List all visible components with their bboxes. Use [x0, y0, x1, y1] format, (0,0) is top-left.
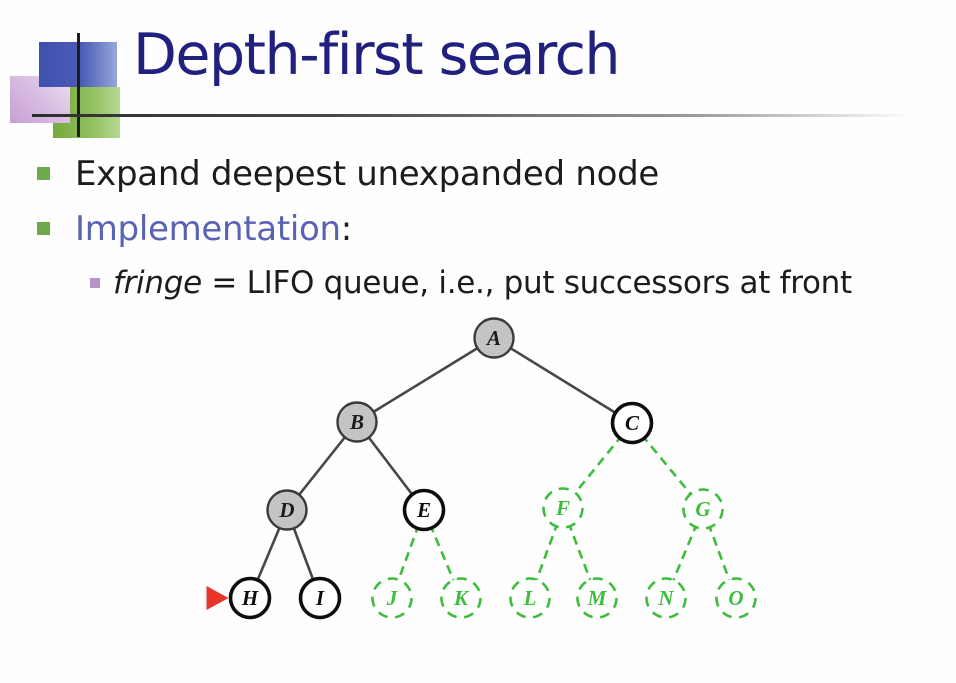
decor-vertical-line — [77, 33, 80, 137]
node-circle-J — [371, 577, 413, 619]
fringe-term: fringe — [113, 265, 202, 301]
tree-node-L: L — [509, 577, 551, 619]
node-label-F: F — [555, 496, 570, 520]
sub-bullet-square-icon — [90, 278, 100, 288]
node-label-D: D — [278, 498, 294, 522]
tree-node-A: A — [473, 317, 515, 359]
node-label-G: G — [695, 497, 710, 521]
implementation-colon: : — [340, 209, 352, 249]
tree-node-I: I — [298, 576, 342, 620]
node-label-L: L — [523, 586, 537, 610]
tree-node-N: N — [645, 577, 687, 619]
tree-node-O: O — [715, 577, 757, 619]
node-circle-G — [682, 488, 724, 530]
tree-node-M: M — [576, 577, 618, 619]
tree-node-G: G — [682, 488, 724, 530]
implementation-label: Implementation — [75, 209, 341, 249]
node-circle-M — [576, 577, 618, 619]
tree-node-J: J — [371, 577, 413, 619]
tree-node-E: E — [402, 488, 446, 532]
node-label-C: C — [625, 411, 640, 435]
node-circle-I — [298, 576, 342, 620]
tree-node-C: C — [610, 401, 654, 445]
sub-bullet-fringe: fringe = LIFO queue, i.e., put successor… — [113, 266, 852, 300]
node-circle-O — [715, 577, 757, 619]
node-circle-L — [509, 577, 551, 619]
node-label-B: B — [349, 410, 364, 434]
title-underline-rule — [32, 114, 912, 117]
node-label-I: I — [315, 586, 325, 610]
tree-node-H: H — [228, 576, 272, 620]
node-label-H: H — [241, 586, 259, 610]
node-label-M: M — [587, 586, 608, 610]
node-label-K: K — [453, 586, 470, 610]
fringe-definition: = LIFO queue, i.e., put successors at fr… — [201, 265, 852, 301]
tree-node-K: K — [440, 577, 482, 619]
bullet-implementation: Implementation: — [75, 209, 352, 249]
bullet-square-icon — [37, 167, 50, 180]
node-label-E: E — [416, 498, 431, 522]
node-circle-N — [645, 577, 687, 619]
bullet-expand-deepest: Expand deepest unexpanded node — [75, 154, 659, 194]
node-circle-K — [440, 577, 482, 619]
node-label-A: A — [485, 326, 501, 350]
tree-node-D: D — [266, 489, 308, 531]
edge-A-C — [493, 336, 633, 425]
node-circle-A — [473, 317, 515, 359]
edge-A-B — [356, 336, 495, 424]
node-circle-E — [402, 488, 446, 532]
current-node-pointer-icon — [206, 586, 229, 610]
node-label-O: O — [728, 586, 743, 610]
node-circle-F — [542, 487, 584, 529]
node-circle-H — [228, 576, 272, 620]
bullet-square-icon — [37, 222, 50, 235]
tree-node-F: F — [542, 487, 584, 529]
slide-title: Depth-first search — [133, 22, 621, 88]
tree-node-B: B — [336, 401, 378, 443]
node-label-J: J — [386, 586, 399, 610]
node-circle-B — [336, 401, 378, 443]
node-circle-C — [610, 401, 654, 445]
node-circle-D — [266, 489, 308, 531]
node-label-N: N — [657, 586, 674, 610]
